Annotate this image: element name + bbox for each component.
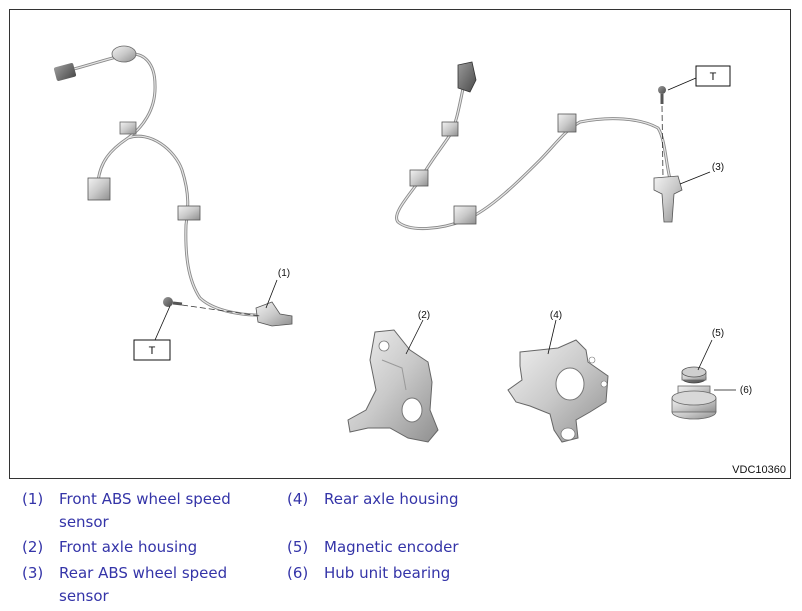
legend-text: Magnetic encoder: [324, 538, 459, 556]
torque-box-left: [133, 339, 171, 361]
torque-box-right: [695, 65, 731, 87]
legend-num: (4): [287, 490, 309, 508]
parts-illustration: (1) T T (3): [9, 9, 791, 479]
callout-6: (6): [740, 385, 752, 396]
legend-text: Front ABS wheel speed sensor: [59, 490, 231, 531]
callout-3: (3): [712, 162, 724, 173]
legend-text: Rear ABS wheel speed sensor: [59, 564, 228, 605]
legend-text: Rear axle housing: [324, 490, 459, 508]
legend-text: Front axle housing: [59, 538, 198, 556]
front-axle-housing: [347, 329, 439, 443]
legend-num: (1): [22, 490, 44, 508]
callout-2: (2): [418, 310, 430, 321]
callout-5: (5): [712, 328, 724, 339]
front-abs-sensor-harness: [53, 45, 293, 327]
callout-4: (4): [550, 310, 562, 321]
legend-num: (3): [22, 564, 44, 582]
rear-axle-housing: [507, 339, 609, 443]
figure-code: VDC10360: [732, 464, 786, 476]
torque-label-left: T: [149, 345, 156, 357]
legend-text: Hub unit bearing: [324, 564, 451, 582]
legend-num: (6): [287, 564, 309, 582]
magnetic-encoder: [681, 366, 707, 384]
torque-label-right: T: [710, 71, 717, 83]
legend-num: (5): [287, 538, 309, 556]
rear-abs-sensor-harness: [395, 61, 683, 231]
hub-unit-bearing: [671, 385, 717, 420]
callout-1: (1): [278, 268, 290, 279]
diagram-canvas: (1) T T (3): [53, 45, 752, 443]
legend-num: (2): [22, 538, 44, 556]
